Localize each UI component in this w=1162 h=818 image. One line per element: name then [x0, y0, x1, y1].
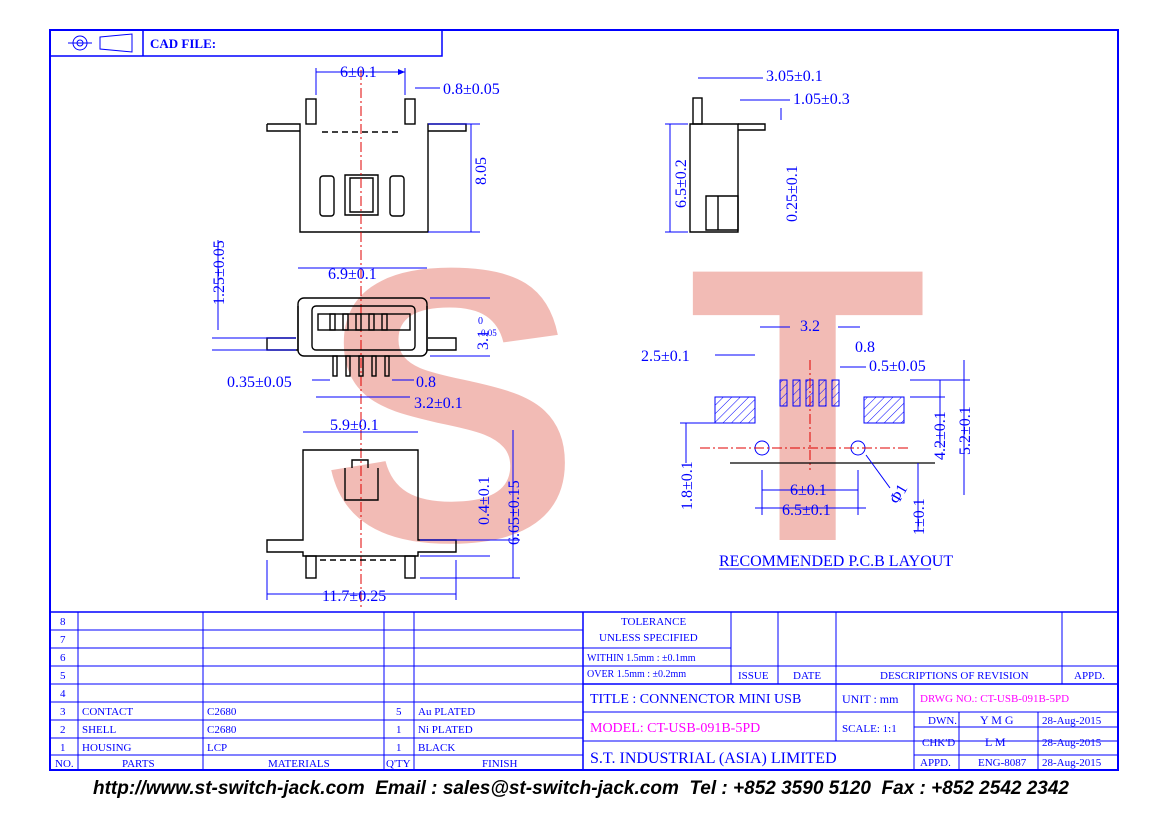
svg-text:6: 6 [60, 652, 66, 664]
front-view: 6.9±0.1 3.1 0 -0.05 1.25±0.05 0.35±0.05 … [211, 240, 497, 412]
header-cad: CAD FILE: [49, 29, 443, 57]
svg-text:0.8±0.05: 0.8±0.05 [443, 81, 500, 98]
svg-text:Q'TY: Q'TY [386, 758, 411, 770]
svg-text:MODEL: CT-USB-091B-5PD: MODEL: CT-USB-091B-5PD [590, 721, 760, 736]
svg-text:C2680: C2680 [207, 724, 237, 736]
svg-text:5: 5 [60, 670, 66, 682]
svg-text:1: 1 [396, 742, 402, 754]
svg-text:1.05±0.3: 1.05±0.3 [793, 91, 850, 108]
svg-text:APPD.: APPD. [1074, 670, 1105, 682]
svg-text:1.25±0.05: 1.25±0.05 [211, 240, 228, 305]
contact-footer: http://www.st-switch-jack.com Email : sa… [92, 778, 1069, 799]
svg-text:3.2±0.1: 3.2±0.1 [414, 395, 463, 412]
svg-text:6.65±0.15: 6.65±0.15 [506, 480, 523, 545]
svg-text:CONTACT: CONTACT [82, 706, 133, 718]
svg-text:CHK'D: CHK'D [922, 737, 955, 749]
svg-text:4.2±0.1: 4.2±0.1 [932, 411, 949, 460]
svg-text:WITHIN 1.5mm : ±0.1mm: WITHIN 1.5mm : ±0.1mm [587, 653, 696, 664]
pad-left [714, 396, 756, 424]
pcb-layout-title: RECOMMENDED P.C.B LAYOUT [719, 553, 953, 570]
svg-text:UNIT : mm: UNIT : mm [842, 692, 899, 706]
svg-text:1: 1 [396, 724, 402, 736]
svg-text:7: 7 [60, 634, 66, 646]
svg-text:FINISH: FINISH [482, 758, 518, 770]
svg-text:SCALE: 1:1: SCALE: 1:1 [842, 723, 897, 735]
svg-text:Au PLATED: Au PLATED [418, 706, 475, 718]
svg-text:11.7±0.25: 11.7±0.25 [322, 588, 386, 605]
svg-text:5.9±0.1: 5.9±0.1 [330, 417, 379, 434]
pcb-layout: 6±0.1 6.5±0.1 Φ1 2.5±0.1 3.2 0.8 0.5±0.0… [641, 318, 974, 570]
svg-text:3: 3 [60, 706, 66, 718]
svg-text:-0.05: -0.05 [478, 328, 497, 338]
svg-text:1±0.1: 1±0.1 [911, 498, 928, 535]
svg-text:0: 0 [478, 316, 483, 327]
svg-text:PARTS: PARTS [122, 758, 155, 770]
svg-text:HOUSING: HOUSING [82, 742, 132, 754]
top-view: 6±0.1 0.8±0.05 8.05 [266, 64, 500, 610]
svg-text:0.8: 0.8 [416, 374, 436, 391]
svg-text:ISSUE: ISSUE [738, 670, 769, 682]
engineering-drawing: S T CAD FILE: 6±0.1 0.8±0.05 8.05 [49, 29, 1119, 771]
svg-text:DRWG NO.: CT-USB-091B-5PD: DRWG NO.: CT-USB-091B-5PD [920, 693, 1069, 705]
svg-text:APPD.: APPD. [920, 757, 951, 769]
pad-right [863, 396, 905, 424]
svg-text:6±0.1: 6±0.1 [790, 482, 827, 499]
svg-text:LCP: LCP [207, 742, 227, 754]
side-view: 3.05±0.1 1.05±0.3 6.5±0.2 0.25±0.1 [665, 68, 850, 233]
svg-text:28-Aug-2015: 28-Aug-2015 [1042, 715, 1102, 727]
svg-text:8.05: 8.05 [473, 157, 490, 185]
title-block: TOLERANCE UNLESS SPECIFIED WITHIN 1.5mm … [583, 612, 1118, 770]
svg-text:8: 8 [60, 616, 66, 628]
drawing-frame [49, 29, 1119, 771]
svg-text:0.5±0.05: 0.5±0.05 [869, 358, 926, 375]
svg-text:0.4±0.1: 0.4±0.1 [476, 476, 493, 525]
svg-text:1: 1 [60, 742, 66, 754]
svg-text:UNLESS SPECIFIED: UNLESS SPECIFIED [599, 632, 698, 644]
svg-text:0.35±0.05: 0.35±0.05 [227, 374, 292, 391]
svg-text:S.T. INDUSTRIAL (ASIA) LIMI: S.T. INDUSTRIAL (ASIA) LIMITED [590, 750, 837, 767]
bom-table: 8 7 6 5 4 3 CONTACT C2680 5 Au PLATED 2 … [50, 611, 1118, 770]
svg-text:C2680: C2680 [207, 706, 237, 718]
bottom-view: 5.9±0.1 11.7±0.25 0.4±0.1 6.65±0.15 [266, 417, 523, 605]
svg-text:2: 2 [60, 724, 66, 736]
svg-text:0.8: 0.8 [855, 339, 875, 356]
svg-text:0.25±0.1: 0.25±0.1 [784, 165, 801, 222]
svg-text:5.2±0.1: 5.2±0.1 [957, 406, 974, 455]
svg-text:BLACK: BLACK [418, 742, 455, 754]
svg-text:L M: L M [985, 735, 1006, 749]
svg-text:NO.: NO. [55, 758, 74, 770]
cad-file-label: CAD FILE: [150, 36, 216, 51]
svg-text:6.5±0.2: 6.5±0.2 [673, 159, 690, 208]
svg-text:MATERIALS: MATERIALS [268, 758, 330, 770]
front-pins [329, 313, 390, 377]
svg-text:2.5±0.1: 2.5±0.1 [641, 348, 690, 365]
svg-text:Ni PLATED: Ni PLATED [418, 724, 473, 736]
svg-text:ENG-8087: ENG-8087 [978, 757, 1027, 769]
svg-text:28-Aug-2015: 28-Aug-2015 [1042, 757, 1102, 769]
svg-text:5: 5 [396, 706, 402, 718]
svg-text:SHELL: SHELL [82, 724, 117, 736]
svg-text:4: 4 [60, 688, 66, 700]
svg-text:TITLE : CONNENCTOR MINI USB: TITLE : CONNENCTOR MINI USB [590, 692, 801, 707]
svg-text:Y M G: Y M G [980, 713, 1014, 727]
svg-text:DATE: DATE [793, 670, 821, 682]
svg-text:DESCRIPTIONS OF REVISION: DESCRIPTIONS OF REVISION [880, 670, 1029, 682]
svg-text:28-Aug-2015: 28-Aug-2015 [1042, 737, 1102, 749]
svg-text:3.1: 3.1 [475, 330, 492, 350]
svg-text:1.8±0.1: 1.8±0.1 [679, 461, 696, 510]
svg-text:OVER 1.5mm : ±0.2mm: OVER 1.5mm : ±0.2mm [587, 669, 686, 680]
svg-text:6.5±0.1: 6.5±0.1 [782, 502, 831, 519]
svg-text:DWN.: DWN. [928, 715, 957, 727]
svg-text:3.2: 3.2 [800, 318, 820, 335]
svg-text:TOLERANCE: TOLERANCE [621, 616, 686, 628]
svg-text:6±0.1: 6±0.1 [340, 64, 377, 81]
svg-text:6.9±0.1: 6.9±0.1 [328, 266, 377, 283]
svg-text:3.05±0.1: 3.05±0.1 [766, 68, 823, 85]
